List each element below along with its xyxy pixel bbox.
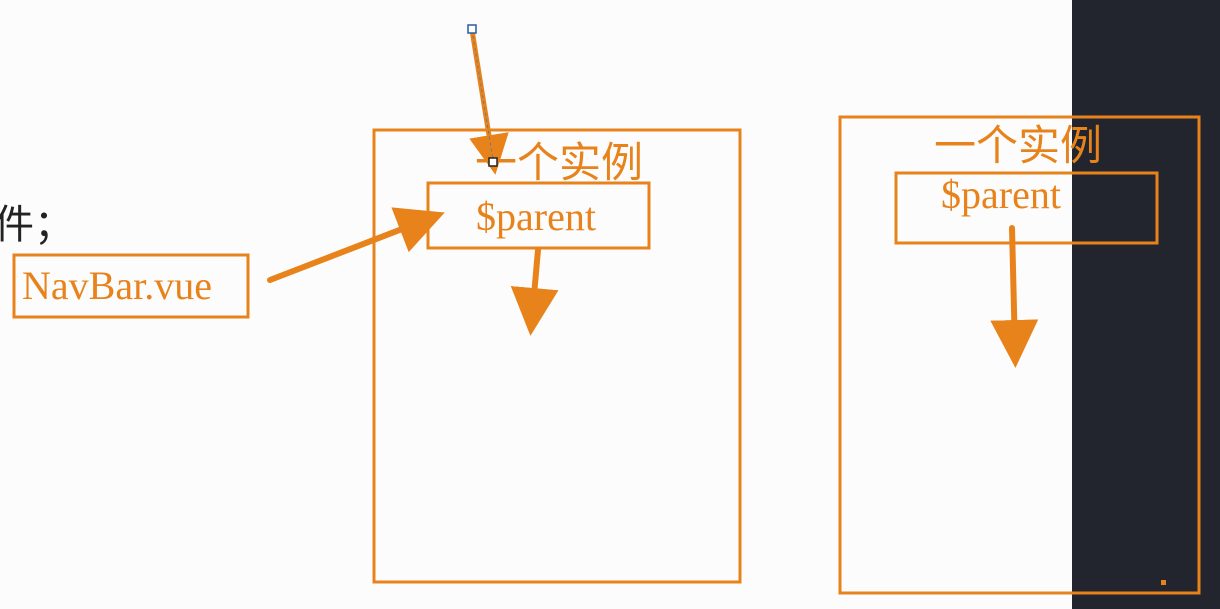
right-instance-title: 一个实例 (934, 121, 1102, 170)
navbar-file-box (12, 253, 250, 319)
middle-instance-box (372, 128, 742, 584)
text-fragment: 件； (0, 202, 74, 248)
middle-parent-label: $parent (476, 194, 596, 239)
middle-instance-title: 一个实例 (475, 138, 643, 187)
arrow-end-handle[interactable] (488, 157, 498, 167)
dark-side-panel (1072, 0, 1220, 609)
arrow-start-handle[interactable] (467, 24, 477, 34)
right-down-arrow (990, 225, 1039, 368)
right-parent-label: $parent (941, 172, 1061, 217)
middle-down-arrow (510, 247, 559, 336)
navbar-file-label: NavBar.vue (22, 263, 212, 308)
right-instance-box (838, 115, 1201, 595)
navbar-to-parent-arrow (267, 207, 445, 283)
right-parent-box (894, 171, 1159, 245)
corner-dot (1161, 580, 1166, 585)
selection-guide-line (471, 29, 494, 161)
